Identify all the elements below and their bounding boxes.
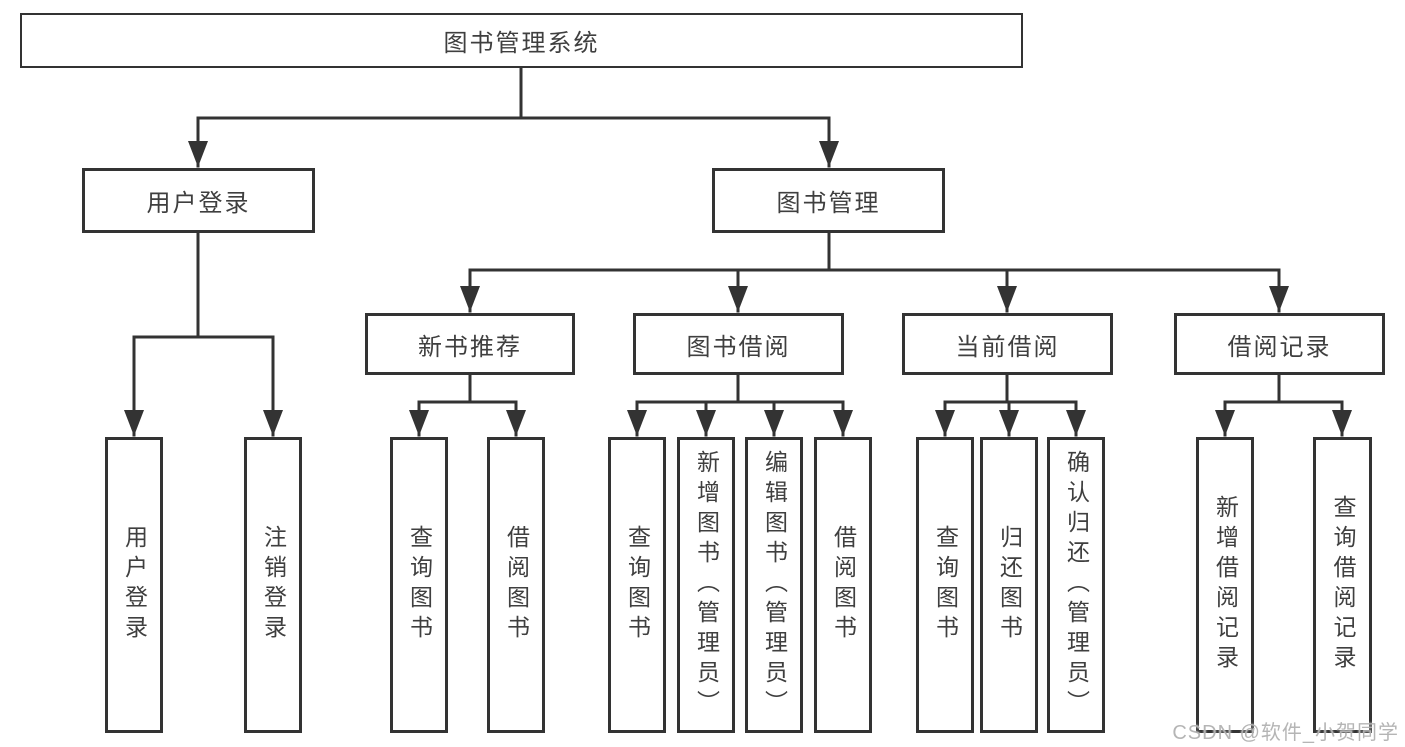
node-label: 注销登录 bbox=[260, 525, 287, 645]
node-label: 图书借阅 bbox=[686, 333, 791, 361]
node-new-book-recommend: 新书推荐 bbox=[365, 313, 575, 375]
leaf-query-borrow-record: 查询借阅记录 bbox=[1313, 437, 1372, 733]
node-label: 新书推荐 bbox=[418, 333, 522, 361]
node-label: 查询图书 bbox=[624, 525, 651, 645]
csdn-watermark: CSDN @软件_小贺同学 bbox=[1172, 722, 1399, 744]
node-borrowing-records: 借阅记录 bbox=[1174, 313, 1385, 375]
leaf-query-books-current: 查询图书 bbox=[916, 437, 974, 733]
node-label: 查询借阅记录 bbox=[1330, 495, 1356, 675]
node-label: 借阅图书 bbox=[830, 525, 857, 645]
leaf-add-borrow-record: 新增借阅记录 bbox=[1196, 437, 1254, 733]
node-label: 借阅图书 bbox=[503, 525, 530, 645]
node-label: 当前借阅 bbox=[955, 333, 1060, 361]
node-book-management: 图书管理 bbox=[712, 168, 945, 233]
node-label: 用户登录 bbox=[121, 525, 148, 645]
leaf-logout: 注销登录 bbox=[244, 437, 302, 733]
leaf-user-login: 用户登录 bbox=[105, 437, 163, 733]
node-user-login: 用户登录 bbox=[82, 168, 315, 233]
leaf-edit-book-admin: 编辑图书（管理员） bbox=[745, 437, 803, 733]
node-label: 图书管理 bbox=[776, 190, 881, 217]
node-label: 编辑图书（管理员） bbox=[761, 450, 788, 720]
node-label: 查询图书 bbox=[406, 525, 433, 645]
node-label: 借阅记录 bbox=[1227, 333, 1332, 361]
leaf-confirm-return-admin: 确认归还（管理员） bbox=[1047, 437, 1105, 733]
leaf-borrow-books-recommend: 借阅图书 bbox=[487, 437, 545, 733]
node-current-borrowing: 当前借阅 bbox=[902, 313, 1113, 375]
leaf-borrow-books: 借阅图书 bbox=[814, 437, 872, 733]
node-label: 新增图书（管理员） bbox=[693, 450, 720, 720]
node-book-borrowing: 图书借阅 bbox=[633, 313, 844, 375]
node-label: 用户登录 bbox=[146, 190, 251, 217]
leaf-query-books-recommend: 查询图书 bbox=[390, 437, 448, 733]
node-label: 确认归还（管理员） bbox=[1063, 450, 1090, 720]
node-label: 查询图书 bbox=[932, 525, 959, 645]
node-label: 归还图书 bbox=[996, 525, 1023, 645]
node-label: 图书管理系统 bbox=[443, 30, 600, 57]
leaf-return-book: 归还图书 bbox=[980, 437, 1038, 733]
leaf-add-book-admin: 新增图书（管理员） bbox=[677, 437, 735, 733]
leaf-query-books-borrowing: 查询图书 bbox=[608, 437, 666, 733]
node-library-system: 图书管理系统 bbox=[20, 13, 1023, 68]
node-label: 新增借阅记录 bbox=[1212, 495, 1239, 675]
